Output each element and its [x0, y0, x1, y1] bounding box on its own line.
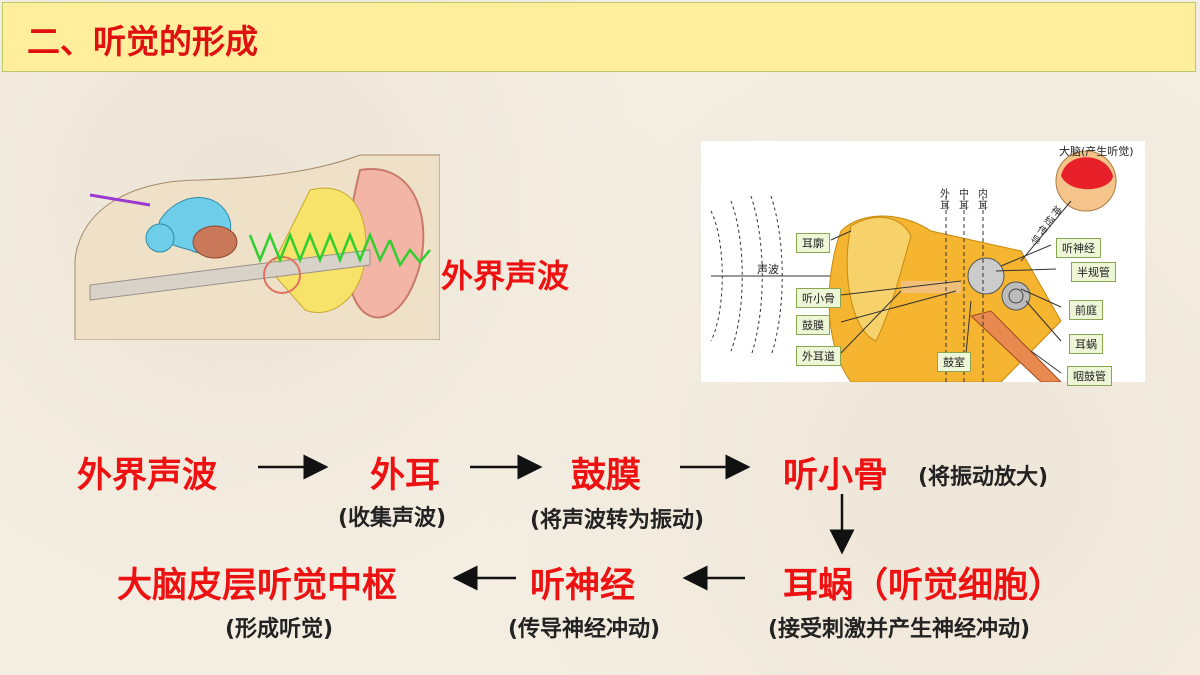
flow-step-auditory-nerve: 听神经: [530, 566, 636, 606]
flow-step-eardrum: 鼓膜: [571, 456, 642, 496]
outer-ear-label: 外耳: [940, 189, 950, 212]
inner-ear-label: 内耳: [978, 189, 988, 212]
label-ossicles: 听小骨: [796, 288, 841, 308]
flow-note-cochlea: (接受刺激并产生神经冲动): [768, 617, 1031, 642]
label-ear-canal: 外耳道: [796, 346, 841, 366]
ear-anatomy-drawing: [710, 150, 1117, 382]
label-auditory-nerve: 听神经: [1056, 238, 1101, 258]
brain-label: 大脑(产生听觉): [1059, 145, 1134, 158]
title-bar: 二、听觉的形成: [2, 2, 1196, 72]
flow-note-auditory-nerve: (传导神经冲动): [508, 617, 661, 642]
page-title: 二、听觉的形成: [27, 22, 258, 61]
label-cochlea: 耳蜗: [1069, 334, 1103, 354]
sound-label: 声波: [757, 263, 779, 276]
flow-step-auditory-cortex: 大脑皮层听觉中枢: [117, 566, 398, 606]
label-eardrum: 鼓膜: [796, 315, 830, 335]
flow-note-eardrum: (将声波转为振动): [530, 508, 705, 533]
flow-step-sound-wave: 外界声波: [77, 456, 218, 496]
middle-ear-label: 中耳: [959, 189, 969, 212]
flow-note-auditory-cortex: (形成听觉): [225, 617, 334, 642]
label-tympanic-cavity: 鼓室: [937, 352, 971, 372]
flow-step-outer-ear: 外耳: [370, 456, 441, 496]
ear-diagram-right: 大脑(产生听觉) 神经传导 外耳 中耳 内耳 声波 耳廓 听小骨 鼓膜 外耳道 …: [701, 141, 1145, 386]
label-semicircular-canals: 半规管: [1071, 262, 1116, 282]
sound-wave-label: 外界声波: [441, 257, 570, 295]
flow-step-cochlea: 耳蜗（听觉细胞）: [783, 566, 1064, 606]
ear-diagram-left: [74, 154, 441, 341]
flow-note-outer-ear: (收集声波): [338, 506, 447, 531]
label-auricle: 耳廓: [796, 233, 830, 253]
label-eustachian-tube: 咽鼓管: [1067, 366, 1112, 386]
flow-note-ossicles: (将振动放大): [918, 465, 1049, 490]
flow-step-ossicles: 听小骨: [783, 456, 889, 496]
label-vestibule: 前庭: [1069, 300, 1103, 320]
ear-illustration-left: [70, 150, 441, 341]
